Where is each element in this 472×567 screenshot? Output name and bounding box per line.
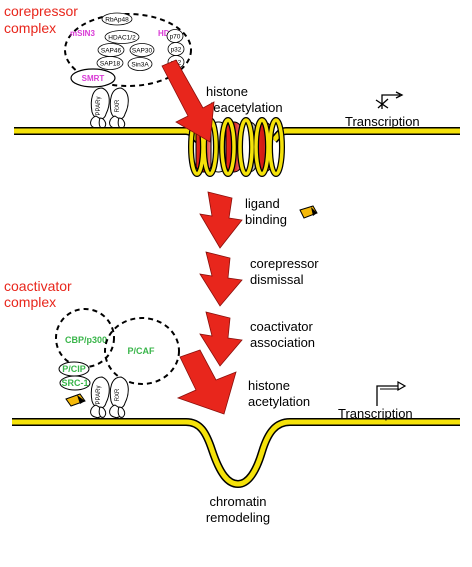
step-coactivator-association: coactivator association [250,319,315,350]
svg-text:chromatin: chromatin [209,494,266,509]
Sin3A-label: Sin3A [131,62,149,69]
HDAC12-label: HDAC1/2 [108,35,136,42]
svg-text:coactivator: coactivator [4,278,72,294]
SAP46-label: SAP46 [101,48,122,55]
arrow-ligand [199,191,243,249]
svg-text:coactivator: coactivator [250,319,314,334]
step-corepressor-dismissal: corepressor dismissal [250,256,319,287]
SMRT-protein: SMRT [70,68,116,88]
svg-text:deacetylation: deacetylation [206,100,283,115]
p32-label: p32 [171,47,182,54]
transcription-bottom-label: Transcription [338,406,413,421]
arrow-acetylation [176,349,237,415]
svg-text:PPARγ: PPARγ [96,386,102,405]
step-histone-deacetylation: histone deacetylation [206,84,283,115]
svg-text:corepressor: corepressor [250,256,319,271]
svg-text:SMRT: SMRT [82,74,105,83]
receptor-PPARg-bottom: PPARγ [90,376,110,418]
nucleosome [188,117,285,177]
svg-text:complex: complex [4,20,56,36]
svg-text:complex: complex [4,294,56,310]
svg-text:remodeling: remodeling [206,510,270,525]
SAP30-label: SAP30 [132,48,153,55]
arrow-association [199,311,243,367]
corepressor-title: corepressor complex [4,3,78,36]
svg-text:dismissal: dismissal [250,272,304,287]
receptor-RXR-bottom: RXR [109,376,129,418]
p70-label: p70 [170,34,181,41]
svg-text:corepressor: corepressor [4,3,78,19]
svg-text:binding: binding [245,212,287,227]
mSIN3-label: mSIN3 [70,29,95,38]
PCAF-label: P/CAF [128,346,156,356]
svg-text:acetylation: acetylation [248,394,310,409]
transcription-top-label: Transcription [345,114,420,129]
CBP-label: CBP/p300 [65,335,107,345]
svg-text:association: association [250,335,315,350]
dna-bottom [12,418,460,489]
svg-text:PPARγ: PPARγ [96,97,102,116]
transcription-active-icon [376,380,407,406]
SRC1-label: SRC-1 [61,378,88,388]
receptor-PPARg-top: PPARγ [90,87,110,129]
bound-ligand-icon [65,393,86,407]
arrow-dismissal [199,251,243,307]
coactivator-complex: CBP/p300 P/CAF P/CIP SRC-1 [55,308,180,391]
transcription-blocked-icon [375,91,404,109]
svg-text:ligand: ligand [245,196,280,211]
process-arrows [161,59,243,415]
ligand-icon [299,205,318,219]
arrow-deacetylation [161,59,215,143]
svg-text:RXR: RXR [115,99,121,112]
receptor-RXR-top: RXR [109,87,129,129]
RbAp48-label: RbAp48 [105,17,129,24]
svg-text:histone: histone [248,378,290,393]
coactivator-title: coactivator complex [4,278,72,310]
svg-text:histone: histone [206,84,248,99]
svg-text:RXR: RXR [115,388,121,401]
PCIP-label: P/CIP [62,364,86,374]
step-ligand-binding: ligand binding [245,196,287,227]
SAP18-label: SAP18 [100,61,121,68]
step-histone-acetylation: histone acetylation [248,378,310,409]
chromatin-remodeling-label: chromatin remodeling [206,494,270,525]
